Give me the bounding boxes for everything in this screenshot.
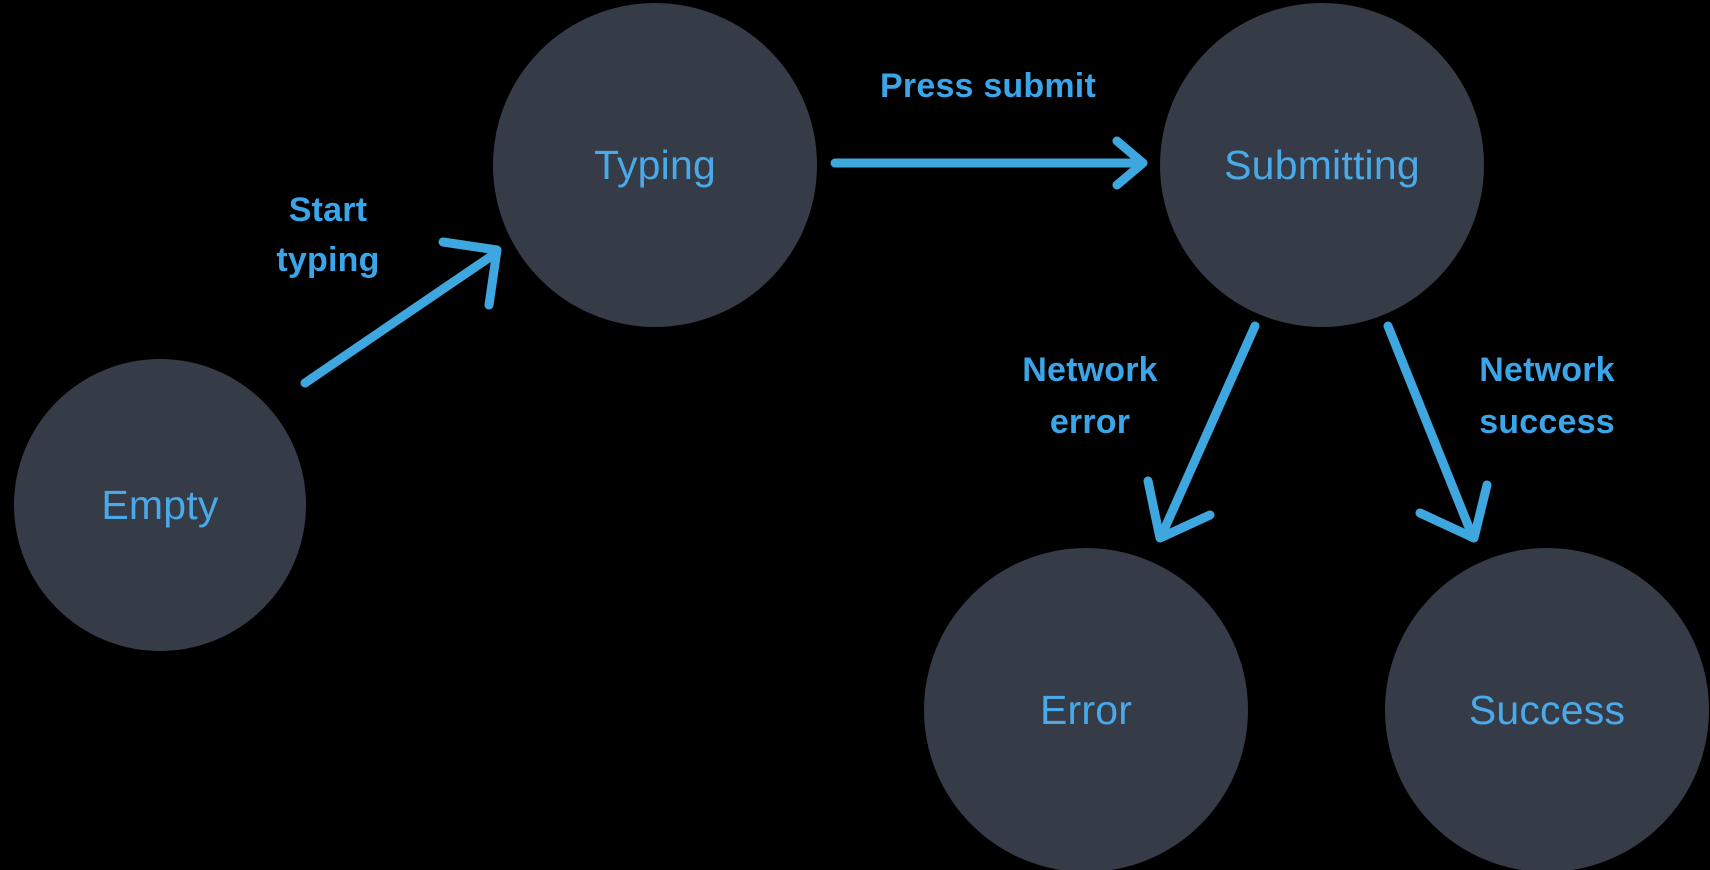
edge-label-network-success-line1: Network xyxy=(1479,351,1615,389)
edge-label-press-submit-line1: Press submit xyxy=(880,67,1096,105)
node-submitting-circle[interactable] xyxy=(1160,3,1484,327)
node-error-label: Error xyxy=(1040,687,1132,733)
edge-label-submitting-to-error: Network error xyxy=(1022,351,1158,441)
edge-label-start-typing-line1: Start xyxy=(289,191,367,229)
edge-empty-to-typing xyxy=(300,237,502,388)
node-typing-circle[interactable] xyxy=(493,3,817,327)
node-success-label: Success xyxy=(1469,687,1625,733)
edge-line-submitting-to-error xyxy=(1159,321,1260,535)
edge-label-submitting-to-success: Network success xyxy=(1479,351,1615,441)
edge-label-start-typing-line2: typing xyxy=(276,241,379,279)
edge-line-submitting-to-success xyxy=(1383,321,1475,535)
node-submitting[interactable]: Submitting xyxy=(1160,3,1484,327)
edge-typing-to-submitting xyxy=(830,136,1148,190)
edge-label-empty-to-typing: Start typing xyxy=(276,191,379,279)
node-error[interactable]: Error xyxy=(924,548,1248,870)
node-empty[interactable]: Empty xyxy=(14,359,306,651)
node-error-circle[interactable] xyxy=(924,548,1248,870)
edge-submitting-to-error xyxy=(1143,321,1260,543)
edge-line-empty-to-typing xyxy=(300,252,495,388)
node-success[interactable]: Success xyxy=(1385,548,1709,870)
edge-submitting-to-success xyxy=(1383,321,1492,543)
arrowhead-empty-to-typing xyxy=(438,237,502,310)
arrowhead-submitting-to-success xyxy=(1415,480,1492,543)
node-typing-label: Typing xyxy=(594,142,716,188)
arrowhead-typing-to-submitting xyxy=(1112,136,1148,190)
node-typing[interactable]: Typing xyxy=(493,3,817,327)
edge-label-typing-to-submitting: Press submit xyxy=(880,67,1096,105)
node-success-circle[interactable] xyxy=(1385,548,1709,870)
edge-label-network-error-line1: Network xyxy=(1022,351,1158,389)
edge-label-network-error-line2: error xyxy=(1050,403,1130,441)
node-empty-circle[interactable] xyxy=(14,359,306,651)
node-submitting-label: Submitting xyxy=(1224,142,1420,188)
arrowhead-submitting-to-error xyxy=(1143,476,1215,543)
edge-label-network-success-line2: success xyxy=(1479,403,1615,441)
node-empty-label: Empty xyxy=(101,482,218,528)
